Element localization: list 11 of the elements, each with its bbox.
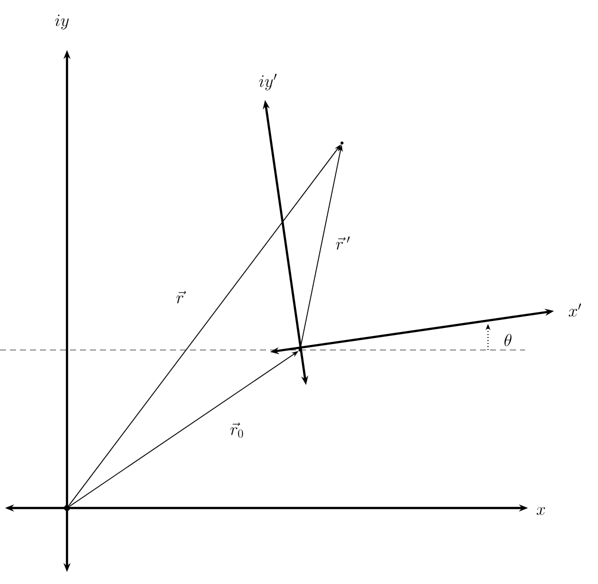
axis-label: $\theta$ — [504, 334, 512, 346]
axis-label: $iy'$ — [259, 74, 277, 90]
point — [298, 348, 302, 352]
point — [340, 142, 344, 144]
axis-label: $x'$ — [568, 303, 582, 317]
vector-label: $\vec{r}_0$ — [229, 422, 245, 438]
vector-label: $\vec{r}\,'$ — [334, 236, 352, 250]
axis-label: $x$ — [536, 507, 546, 515]
axis-label: $iy$ — [55, 14, 69, 30]
vector-label: $\vec{r}$ — [174, 290, 186, 304]
point — [64, 505, 70, 511]
